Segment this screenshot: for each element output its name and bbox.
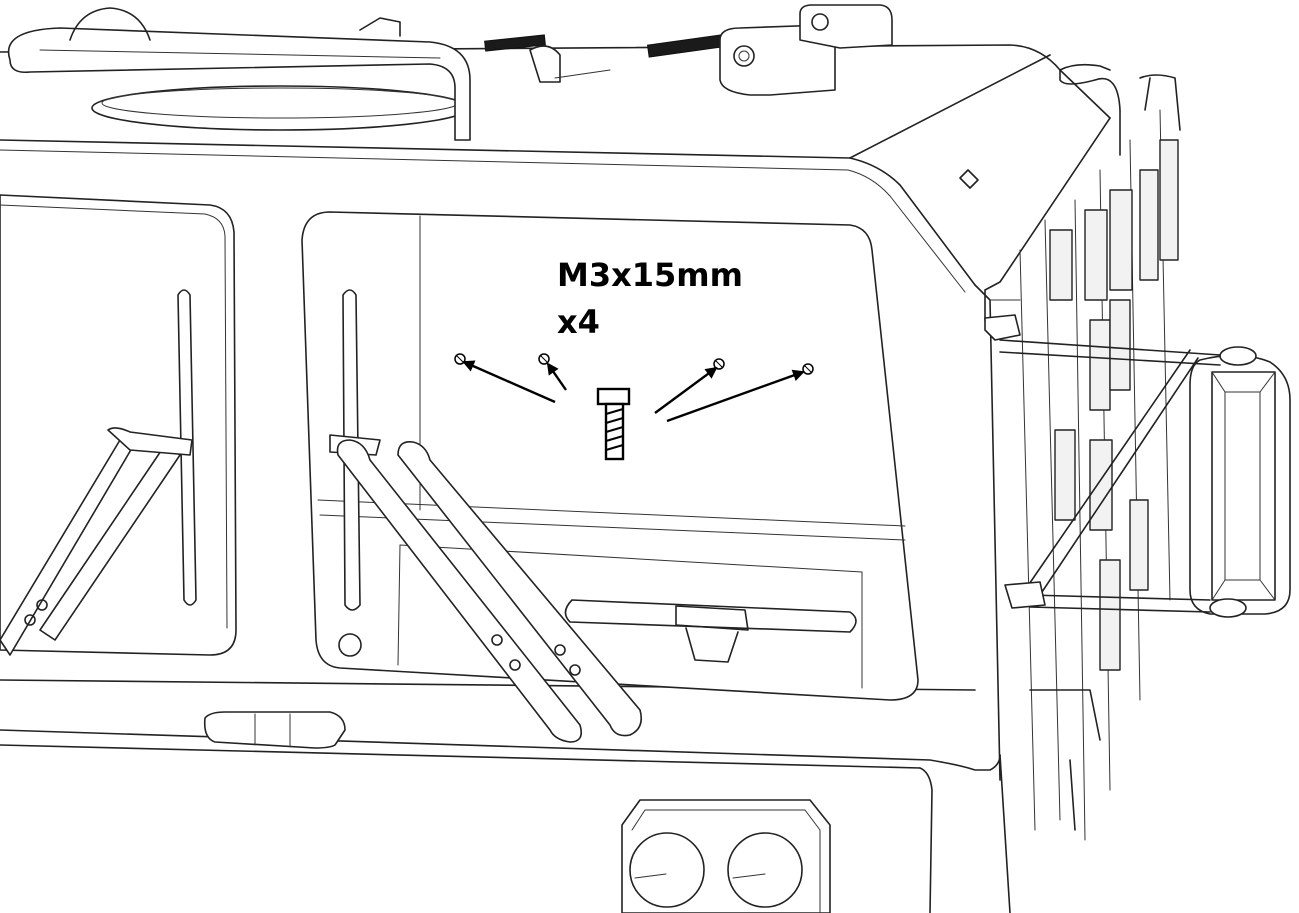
side-panel-rack	[974, 63, 1291, 841]
arrow-icon	[546, 362, 567, 391]
screw-icon	[596, 387, 631, 461]
arrow-icon	[462, 360, 556, 404]
part-spec-label: M3x15mm	[557, 256, 743, 294]
wiper-arm	[336, 439, 643, 743]
screw-locations	[454, 353, 814, 423]
left-window	[0, 194, 237, 656]
cab-roof	[0, 4, 1111, 293]
screw-hole	[538, 353, 550, 365]
screw-hole	[713, 358, 725, 370]
arrow-icon	[666, 369, 805, 423]
grab-handle	[1189, 346, 1291, 618]
arrow-icon	[654, 366, 718, 414]
quantity-label: x4	[557, 303, 600, 341]
screw-hole	[454, 353, 466, 365]
side-grille	[1049, 139, 1179, 671]
screw-hole	[802, 363, 814, 375]
headlight-housing	[621, 799, 831, 913]
cab-body	[0, 679, 1011, 913]
